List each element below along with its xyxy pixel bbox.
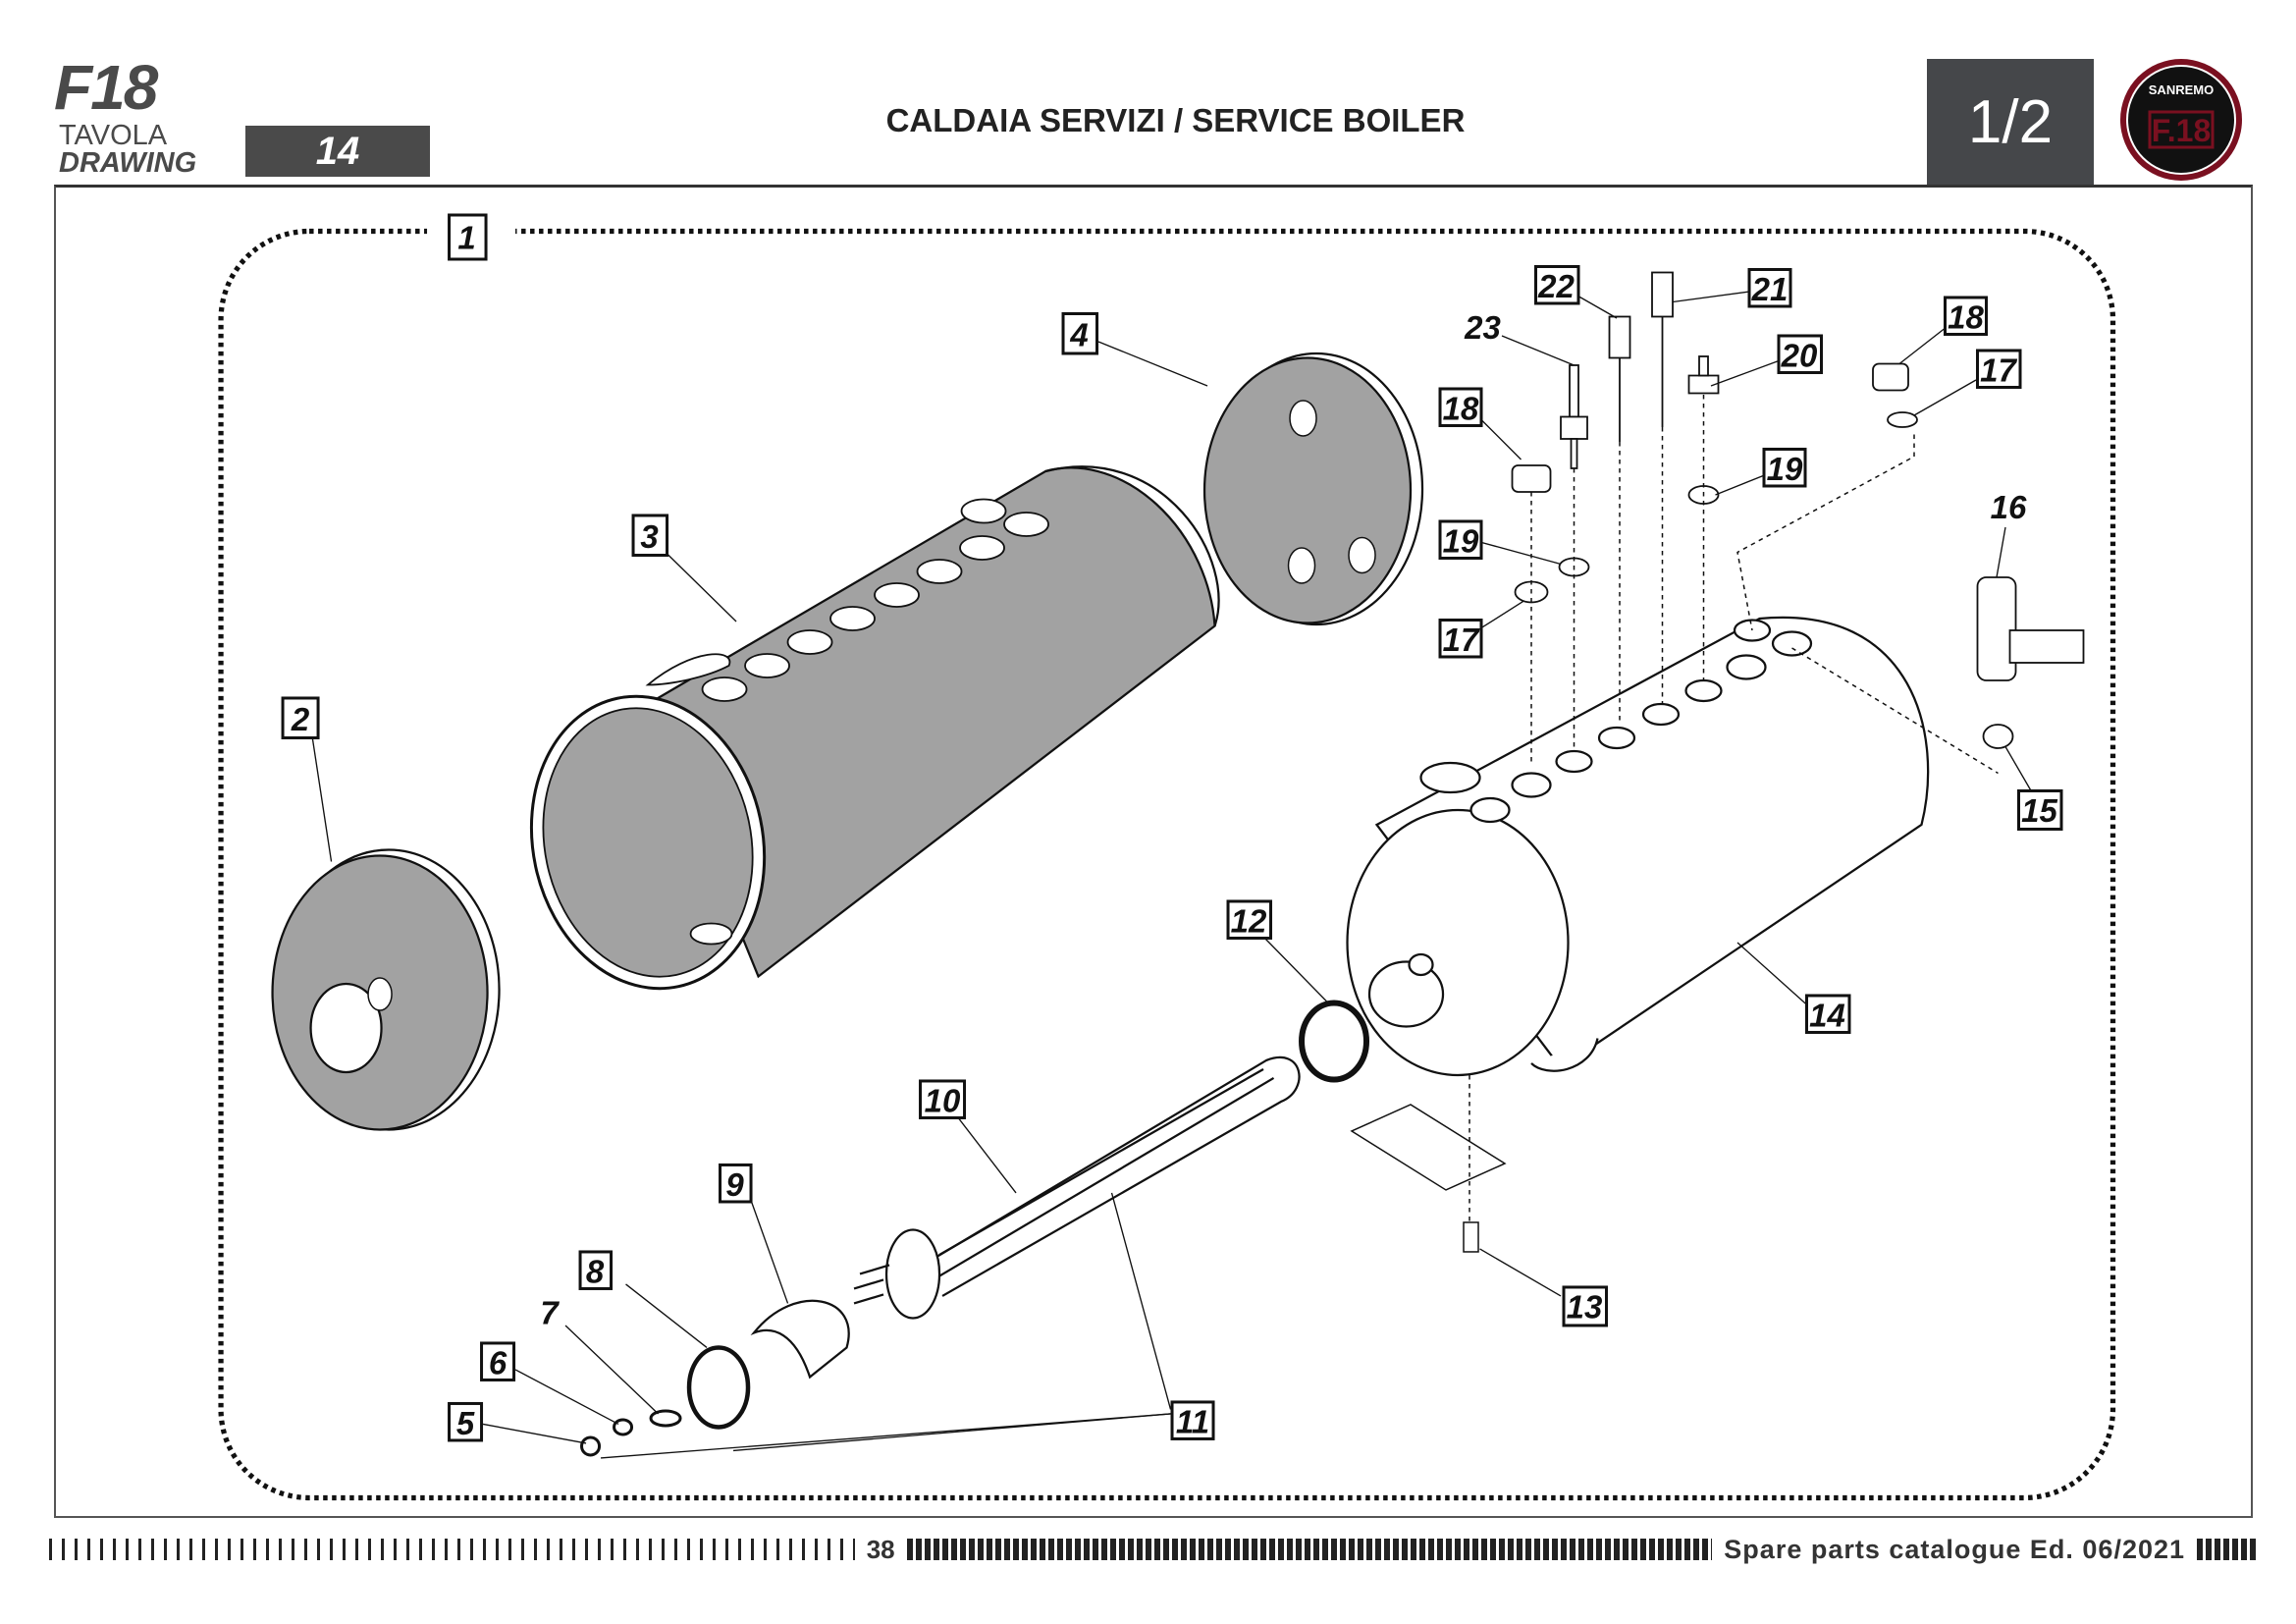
part-4-end-disc xyxy=(1202,352,1424,626)
svg-text:17: 17 xyxy=(1443,622,1480,658)
callout-9: 9 xyxy=(719,1163,753,1204)
page-title: CALDAIA SERVIZI / SERVICE BOILER xyxy=(885,102,1466,138)
svg-text:14: 14 xyxy=(1809,997,1845,1033)
svg-text:18: 18 xyxy=(1948,298,1984,335)
callout-8: 8 xyxy=(578,1250,614,1290)
callout-13: 13 xyxy=(1562,1285,1609,1327)
svg-text:15: 15 xyxy=(2021,792,2057,829)
callout-17-left: 17 xyxy=(1438,618,1483,659)
callout-3: 3 xyxy=(631,514,669,557)
callout-4: 4 xyxy=(1061,311,1099,355)
callout-11: 11 xyxy=(1170,1400,1215,1440)
callout-19: 19 xyxy=(1762,447,1807,488)
svg-text:10: 10 xyxy=(925,1082,961,1118)
svg-text:F.18: F.18 xyxy=(2152,113,2211,148)
footer-barcode-middle xyxy=(906,1539,1713,1560)
callout-17: 17 xyxy=(1975,349,2022,389)
callout-18: 18 xyxy=(1944,296,1988,336)
part-6-washer xyxy=(613,1418,634,1436)
svg-text:19: 19 xyxy=(1767,451,1803,487)
page-number: 38 xyxy=(866,1534,895,1564)
svg-text:13: 13 xyxy=(1567,1288,1603,1325)
drawing-number: 14 xyxy=(245,126,430,177)
svg-text:4: 4 xyxy=(1069,316,1088,352)
callout-19-left: 19 xyxy=(1438,519,1483,560)
svg-text:18: 18 xyxy=(1443,390,1479,426)
callout-10: 10 xyxy=(919,1079,967,1119)
svg-text:9: 9 xyxy=(725,1166,744,1203)
svg-text:2: 2 xyxy=(291,701,309,737)
part-3-insulation-cylinder xyxy=(529,465,1220,991)
svg-text:20: 20 xyxy=(1781,337,1818,373)
callout-6: 6 xyxy=(480,1341,516,1381)
footer: 38 Spare parts catalogue Ed. 06/2021 xyxy=(49,1532,2259,1567)
callout-12: 12 xyxy=(1226,899,1273,940)
drawing-frame xyxy=(54,185,2253,1518)
footer-barcode-left xyxy=(49,1539,855,1560)
part-7-link xyxy=(649,1409,682,1428)
svg-text:12: 12 xyxy=(1231,902,1267,939)
svg-text:5: 5 xyxy=(456,1405,475,1441)
callout-5: 5 xyxy=(448,1401,484,1442)
callout-1: 1 xyxy=(448,213,488,261)
part-8-circlip xyxy=(686,1345,751,1430)
part-2-end-disc xyxy=(271,848,501,1131)
callout-14: 14 xyxy=(1805,994,1851,1034)
svg-text:1: 1 xyxy=(457,219,475,255)
callout-23: 23 xyxy=(1464,309,1501,346)
callout-7: 7 xyxy=(540,1294,560,1330)
model-name: F18 xyxy=(54,52,158,123)
part-12-gasket xyxy=(1299,1000,1370,1083)
svg-text:22: 22 xyxy=(1537,268,1575,304)
callout-22: 22 xyxy=(1534,264,1580,305)
sheet-number: 1/2 xyxy=(1927,59,2094,185)
part-9-sleeve xyxy=(750,1299,850,1380)
svg-text:SANREMO: SANREMO xyxy=(2149,82,2214,97)
svg-text:23: 23 xyxy=(1464,309,1501,346)
svg-text:16: 16 xyxy=(1991,489,2027,525)
callout-15: 15 xyxy=(2016,788,2063,831)
leader-lines xyxy=(311,291,2033,1459)
part-5-nut xyxy=(580,1435,602,1457)
part-10-heating-element xyxy=(853,1056,1301,1320)
tavola-label: TAVOLA xyxy=(59,120,168,151)
svg-text:6: 6 xyxy=(489,1344,507,1380)
callout-20: 20 xyxy=(1777,334,1824,374)
svg-text:19: 19 xyxy=(1443,522,1479,559)
footer-barcode-right xyxy=(2197,1539,2259,1560)
svg-text:11: 11 xyxy=(1176,1403,1209,1439)
part-13-bracket-screw xyxy=(1350,1104,1507,1253)
assembly-boundary xyxy=(218,228,2116,1501)
callout-21: 21 xyxy=(1747,267,1792,308)
svg-text:7: 7 xyxy=(540,1294,560,1330)
svg-text:3: 3 xyxy=(640,518,658,555)
callout-18-left: 18 xyxy=(1438,387,1483,427)
part-14-boiler xyxy=(1346,616,1930,1077)
callout-16: 16 xyxy=(1991,489,2027,525)
svg-text:8: 8 xyxy=(586,1253,605,1289)
catalogue-edition: Spare parts catalogue Ed. 06/2021 xyxy=(1724,1534,2186,1564)
callout-2: 2 xyxy=(281,696,320,739)
svg-text:21: 21 xyxy=(1751,271,1789,307)
drawing-label: DRAWING xyxy=(59,147,197,179)
probes-and-fittings xyxy=(1511,271,2085,749)
svg-text:17: 17 xyxy=(1980,352,2017,388)
sanremo-logo: SANREMO F.18 xyxy=(2120,59,2242,181)
